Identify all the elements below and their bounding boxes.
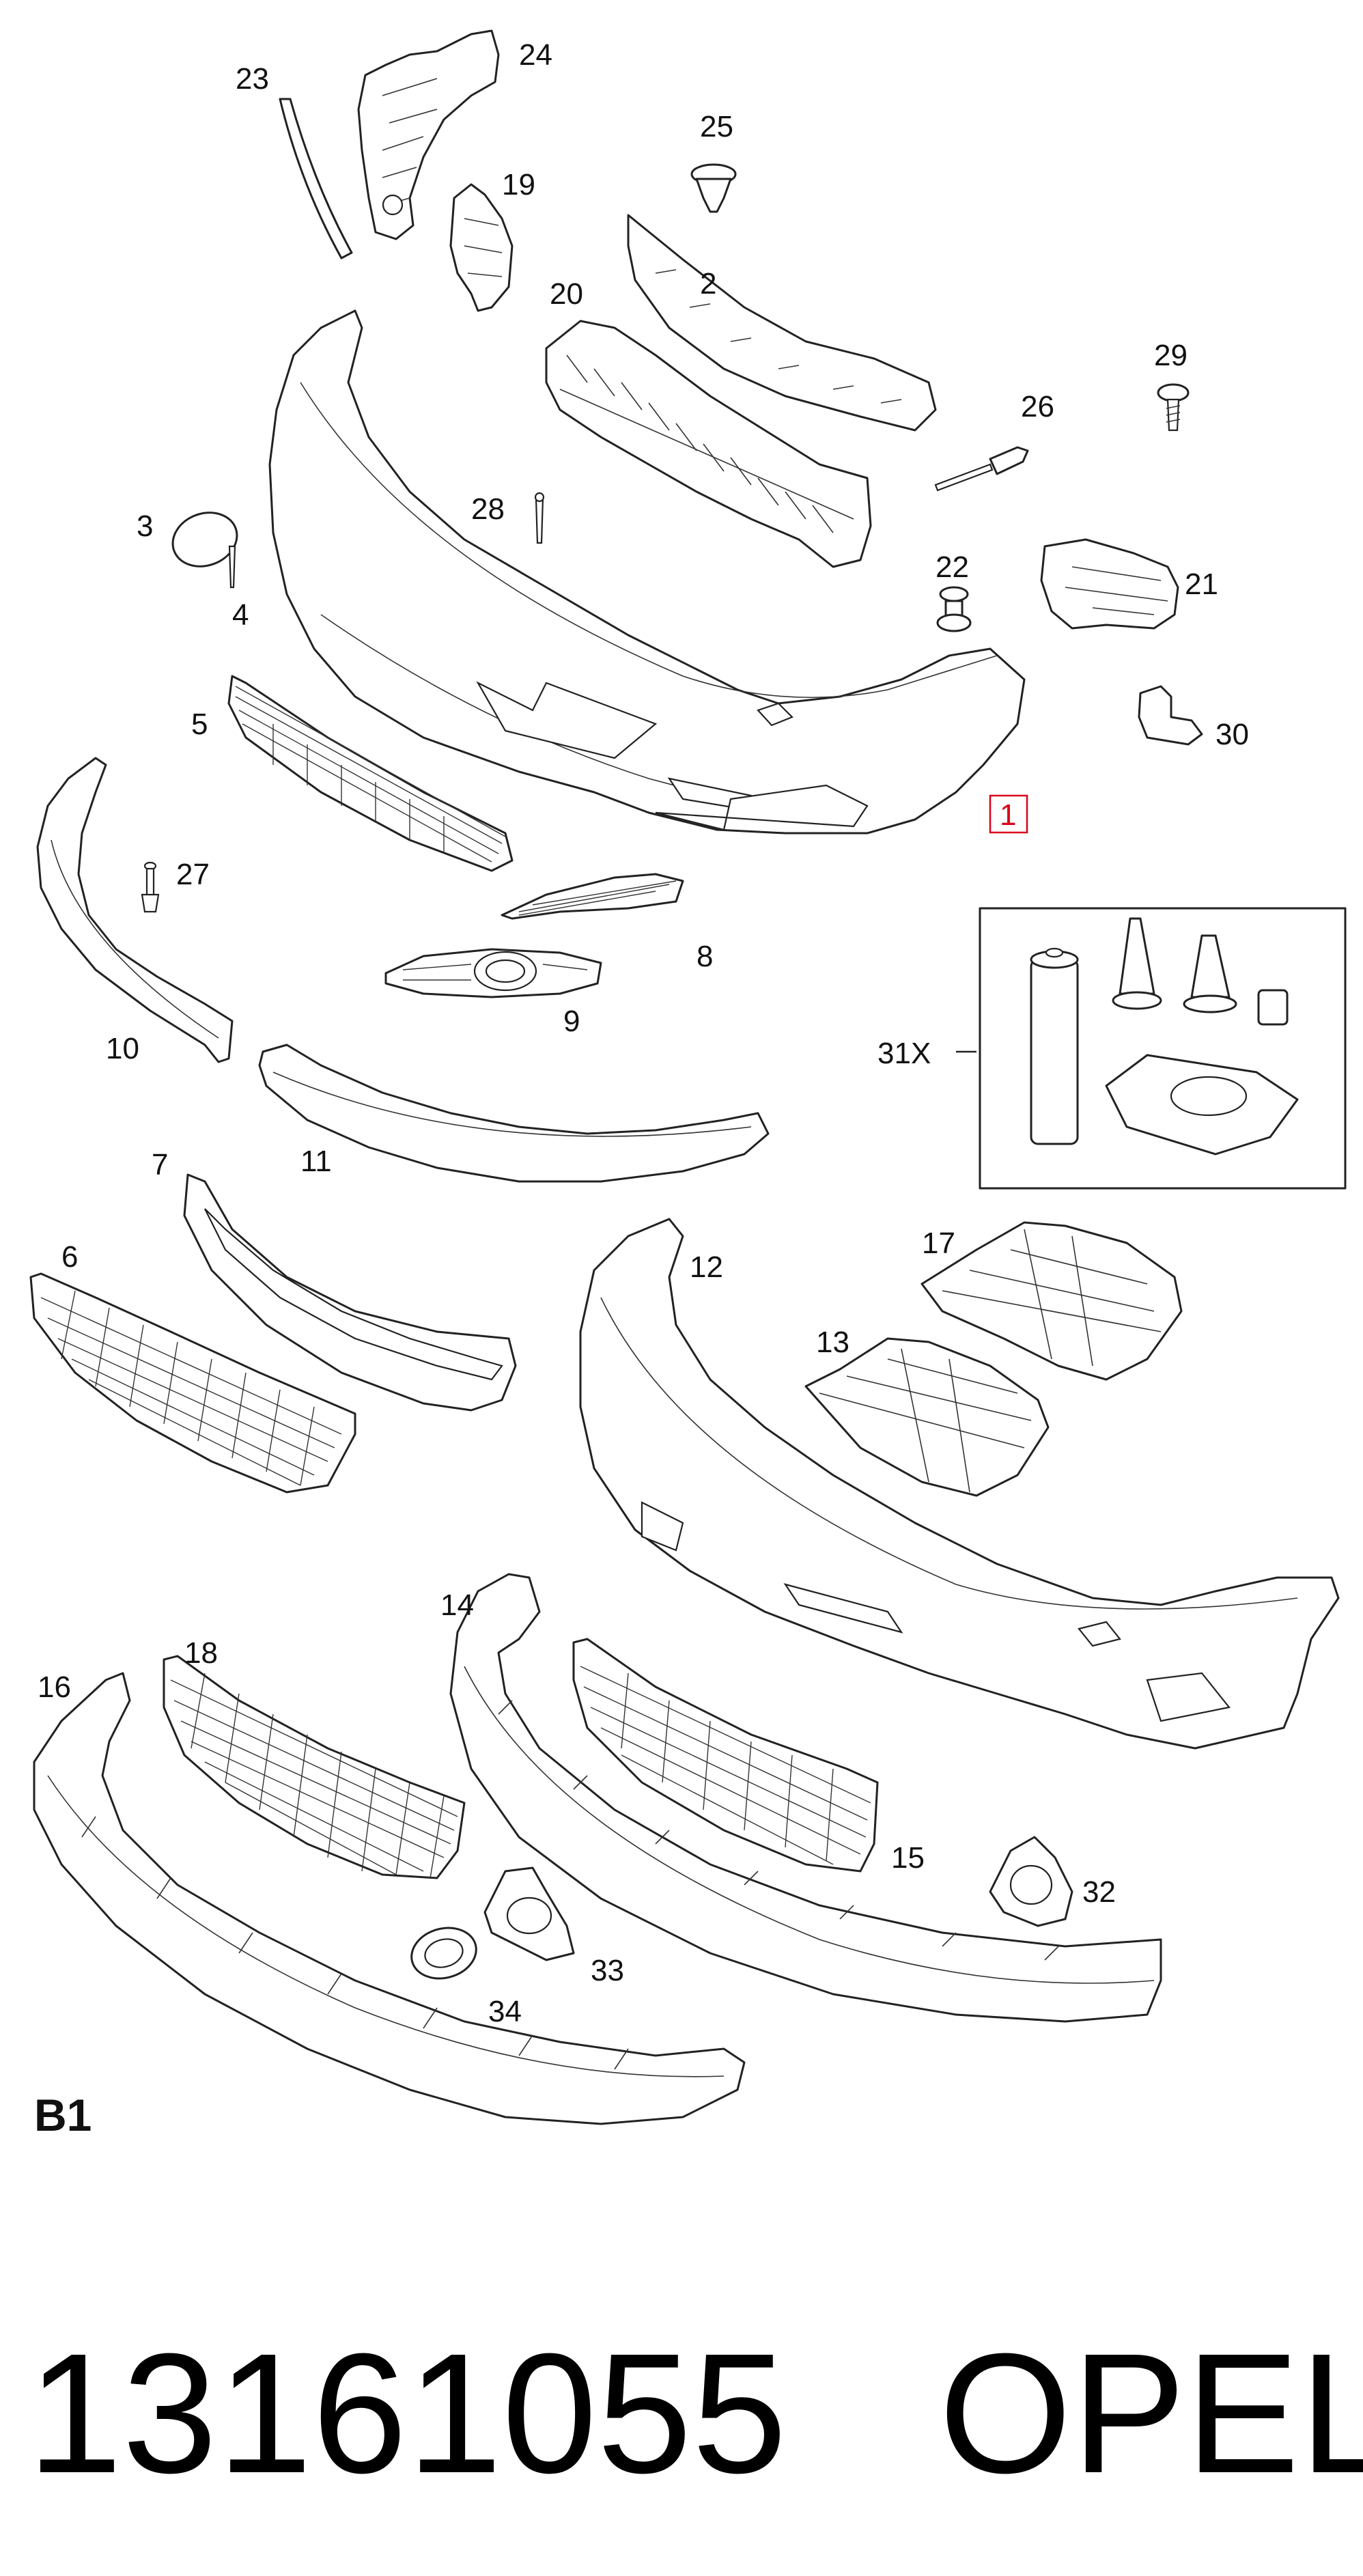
- part-6-grille: [29, 1272, 356, 1494]
- callout-30: 30: [1216, 718, 1249, 751]
- part-29-screw: [1157, 383, 1190, 432]
- part-30-clip: [1138, 685, 1203, 746]
- part-28-pin: [534, 492, 545, 544]
- callout-4: 4: [232, 598, 249, 632]
- callout-22: 22: [936, 550, 969, 584]
- callout-1: 1: [1000, 798, 1016, 832]
- part-18-grille: [163, 1655, 466, 1879]
- callout-18: 18: [184, 1636, 218, 1670]
- callout-11: 11: [300, 1145, 332, 1178]
- part-10-spoiler: [36, 757, 234, 1063]
- part-3-cap: [171, 512, 238, 568]
- part-26-rivet: [934, 446, 1029, 492]
- callout-2: 2: [700, 267, 716, 300]
- part-33-bezel: [483, 1866, 575, 1961]
- part-1-bumper-cover: [268, 309, 1026, 835]
- part-2-absorber: [627, 214, 937, 432]
- callout-15: 15: [891, 1841, 925, 1875]
- part-34-ring: [410, 1927, 477, 1980]
- part-number: 13161055: [27, 2318, 787, 2508]
- part-8-cover: [501, 873, 684, 920]
- callout-7: 7: [152, 1148, 168, 1181]
- part-16-spoiler: [33, 1672, 746, 2125]
- callout-29: 29: [1154, 339, 1188, 372]
- part-23-strip: [279, 98, 353, 260]
- part-21-bracket: [1040, 538, 1179, 630]
- callouts: 23 24 25 19 20 2 29 26 28 3 4 22 21 30 5…: [38, 38, 1249, 2028]
- callout-3: 3: [137, 509, 153, 543]
- callout-8: 8: [697, 940, 713, 973]
- part-20-reinforcement: [545, 320, 872, 568]
- callout-20: 20: [550, 277, 583, 311]
- callout-24: 24: [519, 38, 552, 72]
- part-11-trim: [258, 1044, 770, 1183]
- part-25-clip: [690, 163, 737, 213]
- part-15-grille: [572, 1638, 879, 1873]
- callout-9: 9: [563, 1005, 580, 1038]
- part-31x-kit-box: [956, 907, 1347, 1190]
- callout-14: 14: [440, 1588, 474, 1622]
- callout-6: 6: [61, 1240, 78, 1274]
- callout-31x: 31X: [877, 1037, 931, 1070]
- callout-5: 5: [191, 708, 208, 741]
- callout-23: 23: [236, 62, 269, 96]
- part-9-bezel: [384, 948, 602, 998]
- callout-25: 25: [700, 110, 733, 143]
- part-22-screw: [936, 586, 972, 632]
- callout-17: 17: [922, 1227, 955, 1260]
- callout-28: 28: [471, 492, 505, 526]
- callout-21: 21: [1185, 568, 1218, 601]
- part-4-screw: [228, 545, 236, 589]
- callout-27: 27: [176, 858, 210, 891]
- part-17-undertray: [921, 1221, 1183, 1381]
- brand-name: OPEL: [939, 2318, 1363, 2508]
- callout-32: 32: [1082, 1875, 1116, 1909]
- section-code: B1: [34, 2090, 92, 2140]
- part-12-bumper: [579, 1218, 1340, 1750]
- callout-10: 10: [106, 1032, 139, 1065]
- callout-1-highlight-box: [989, 794, 1028, 834]
- callout-34: 34: [488, 1995, 522, 2028]
- part-27-pin: [141, 861, 160, 913]
- callout-33: 33: [591, 1954, 624, 1987]
- part-5-grille: [227, 675, 514, 872]
- part-24-bracket: [357, 29, 500, 240]
- part-19-bracket: [449, 183, 514, 312]
- callout-13: 13: [816, 1326, 849, 1359]
- callout-16: 16: [38, 1670, 71, 1704]
- callout-12: 12: [690, 1250, 723, 1284]
- callout-19: 19: [502, 168, 535, 201]
- part-13-undertray: [804, 1337, 1050, 1497]
- part-14-lower-bumper: [449, 1573, 1162, 2023]
- part-32-cap: [989, 1836, 1073, 1927]
- callout-26: 26: [1021, 390, 1054, 423]
- part-7-frame: [183, 1173, 517, 1412]
